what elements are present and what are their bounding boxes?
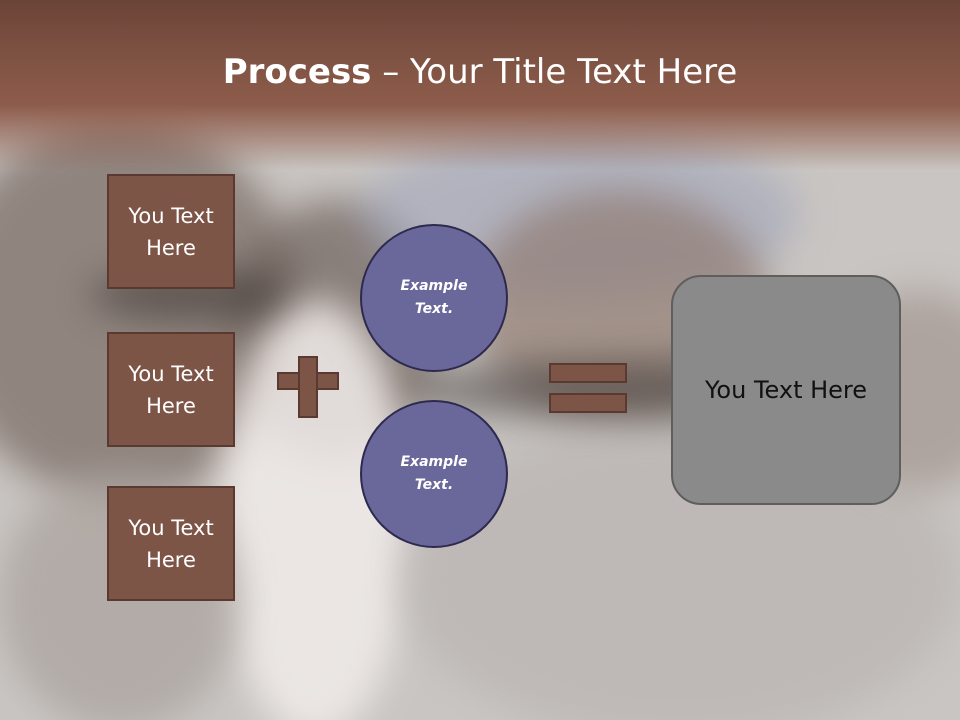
example-circle-1: Example Text.: [360, 224, 508, 372]
title-rest: – Your Title Text Here: [371, 52, 738, 92]
input-box-label: You Text Here: [128, 203, 214, 260]
input-box-1: You Text Here: [107, 174, 235, 289]
title-bold: Process: [222, 52, 372, 92]
slide-title: Process – Your Title Text Here: [0, 52, 960, 92]
input-box-2: You Text Here: [107, 332, 235, 447]
circle-label: Example Text.: [400, 454, 468, 493]
result-box: You Text Here: [671, 275, 901, 505]
example-circle-2: Example Text.: [360, 400, 508, 548]
circle-label: Example Text.: [400, 278, 468, 317]
input-box-label: You Text Here: [128, 361, 214, 418]
header-band: [0, 0, 960, 170]
result-label: You Text Here: [704, 376, 868, 404]
input-box-label: You Text Here: [128, 515, 214, 572]
input-box-3: You Text Here: [107, 486, 235, 601]
